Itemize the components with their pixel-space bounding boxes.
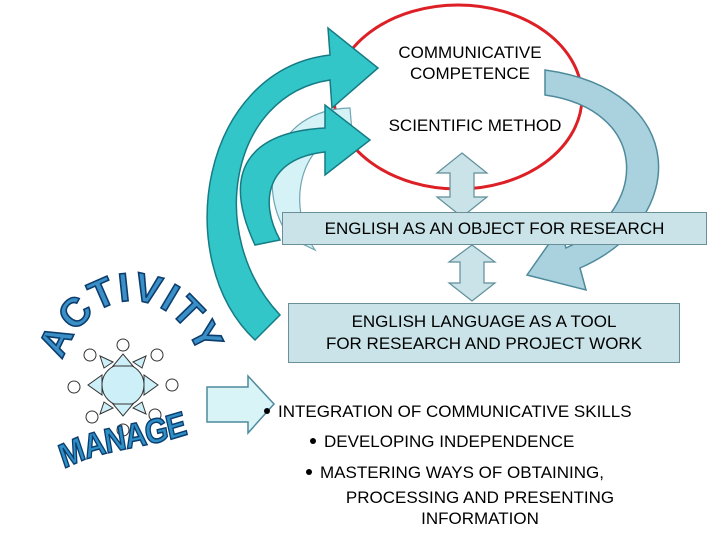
english-tool-box: ENGLISH LANGUAGE AS A TOOL FOR RESEARCH …	[288, 303, 680, 363]
activity-to-bullets-arrow	[206, 374, 276, 435]
english-tool-line-2: FOR RESEARCH AND PROJECT WORK	[325, 334, 643, 353]
english-tool-line-1: ENGLISH LANGUAGE AS A TOOL	[351, 312, 617, 331]
activity-sun	[87, 353, 159, 417]
teal-inner-arrow	[239, 103, 372, 246]
double-arrow-object-tool	[447, 244, 497, 302]
bullet-independence: DEVELOPING INDEPENDENCE	[310, 431, 574, 452]
bullet-integration-text: INTEGRATION OF COMMUNICATIVE SKILLS	[278, 402, 632, 421]
bullet-dot	[306, 468, 312, 475]
scientific-method-label: SCIENTIFIC METHOD	[388, 116, 562, 135]
activity-word: ACTIVITY	[30, 265, 231, 364]
english-object-label: ENGLISH AS AN OBJECT FOR RESEARCH	[324, 218, 665, 238]
bullet-dot	[310, 437, 316, 444]
bullet-integration: INTEGRATION OF COMMUNICATIVE SKILLS	[264, 401, 632, 422]
bullet-mastering-line-3: INFORMATION	[421, 509, 539, 528]
communicative-competence-label: COMMUNICATIVE COMPETENCE	[370, 42, 570, 84]
smiley-faces	[67, 338, 179, 437]
english-object-box: ENGLISH AS AN OBJECT FOR RESEARCH	[282, 212, 707, 245]
management-word: MANAGEMENT	[0, 0, 189, 476]
communicative-line-2: COMPETENCE	[410, 64, 530, 83]
communicative-line-1: COMMUNICATIVE	[398, 43, 542, 62]
bullet-mastering: MASTERING WAYS OF OBTAINING,	[306, 462, 604, 483]
bullet-dot	[264, 407, 270, 414]
bullet-mastering-line-2: PROCESSING AND PRESENTING	[345, 488, 615, 507]
teal-outer-arrow	[206, 26, 380, 342]
bullet-independence-text: DEVELOPING INDEPENDENCE	[324, 432, 575, 451]
bullet-mastering-continuation: PROCESSING AND PRESENTING INFORMATION	[290, 487, 670, 529]
bullet-mastering-line-1: MASTERING WAYS OF OBTAINING,	[320, 463, 604, 482]
